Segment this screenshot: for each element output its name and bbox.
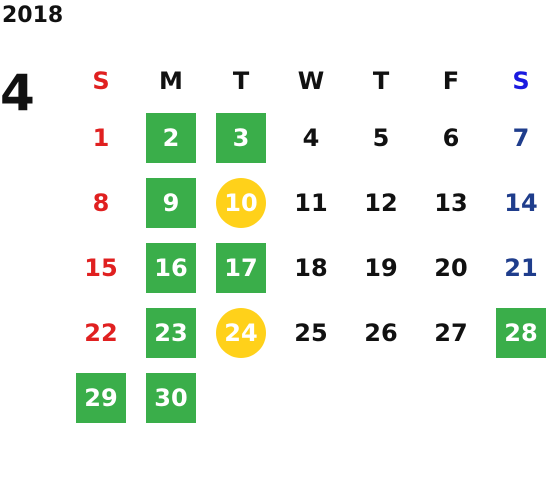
calendar-week-row: 22 23 24 25 26 27 28 (68, 308, 548, 373)
weekday-thursday: T (372, 67, 390, 95)
calendar-week-row: 8 9 10 11 12 13 14 (68, 178, 548, 243)
day-cell-30[interactable]: 30 (146, 373, 196, 423)
day-cell-11[interactable]: 11 (294, 189, 328, 217)
day-cell-12[interactable]: 12 (364, 189, 398, 217)
weekday-saturday: S (512, 67, 530, 95)
weekday-wednesday: W (297, 67, 325, 95)
weekday-friday: F (442, 67, 460, 95)
day-cell-24[interactable]: 24 (216, 308, 266, 358)
day-cell-10[interactable]: 10 (216, 178, 266, 228)
day-cell-28[interactable]: 28 (496, 308, 546, 358)
weekday-header-row: S M T W T F S (68, 48, 548, 113)
day-cell-2[interactable]: 2 (146, 113, 196, 163)
day-cell-5[interactable]: 5 (372, 124, 390, 152)
day-cell-8[interactable]: 8 (92, 189, 110, 217)
day-cell-21[interactable]: 21 (504, 254, 538, 282)
weekday-monday: M (159, 67, 183, 95)
day-cell-4[interactable]: 4 (302, 124, 320, 152)
day-cell-18[interactable]: 18 (294, 254, 328, 282)
day-cell-7[interactable]: 7 (512, 124, 530, 152)
day-cell-19[interactable]: 19 (364, 254, 398, 282)
calendar-year: 2018 (2, 3, 64, 28)
weekday-sunday: S (92, 67, 110, 95)
day-cell-16[interactable]: 16 (146, 243, 196, 293)
calendar-month: 4 (0, 64, 35, 122)
day-cell-27[interactable]: 27 (434, 319, 468, 347)
day-cell-3[interactable]: 3 (216, 113, 266, 163)
day-cell-17[interactable]: 17 (216, 243, 266, 293)
day-cell-9[interactable]: 9 (146, 178, 196, 228)
calendar-week-row: 29 30 (68, 373, 548, 438)
day-cell-22[interactable]: 22 (84, 319, 118, 347)
day-cell-29[interactable]: 29 (76, 373, 126, 423)
day-cell-6[interactable]: 6 (442, 124, 460, 152)
calendar-week-row: 15 16 17 18 19 20 21 (68, 243, 548, 308)
weekday-tuesday: T (232, 67, 250, 95)
day-cell-23[interactable]: 23 (146, 308, 196, 358)
day-cell-13[interactable]: 13 (434, 189, 468, 217)
day-cell-26[interactable]: 26 (364, 319, 398, 347)
day-cell-20[interactable]: 20 (434, 254, 468, 282)
day-cell-1[interactable]: 1 (92, 124, 110, 152)
day-cell-14[interactable]: 14 (504, 189, 538, 217)
day-cell-15[interactable]: 15 (84, 254, 118, 282)
day-cell-25[interactable]: 25 (294, 319, 328, 347)
